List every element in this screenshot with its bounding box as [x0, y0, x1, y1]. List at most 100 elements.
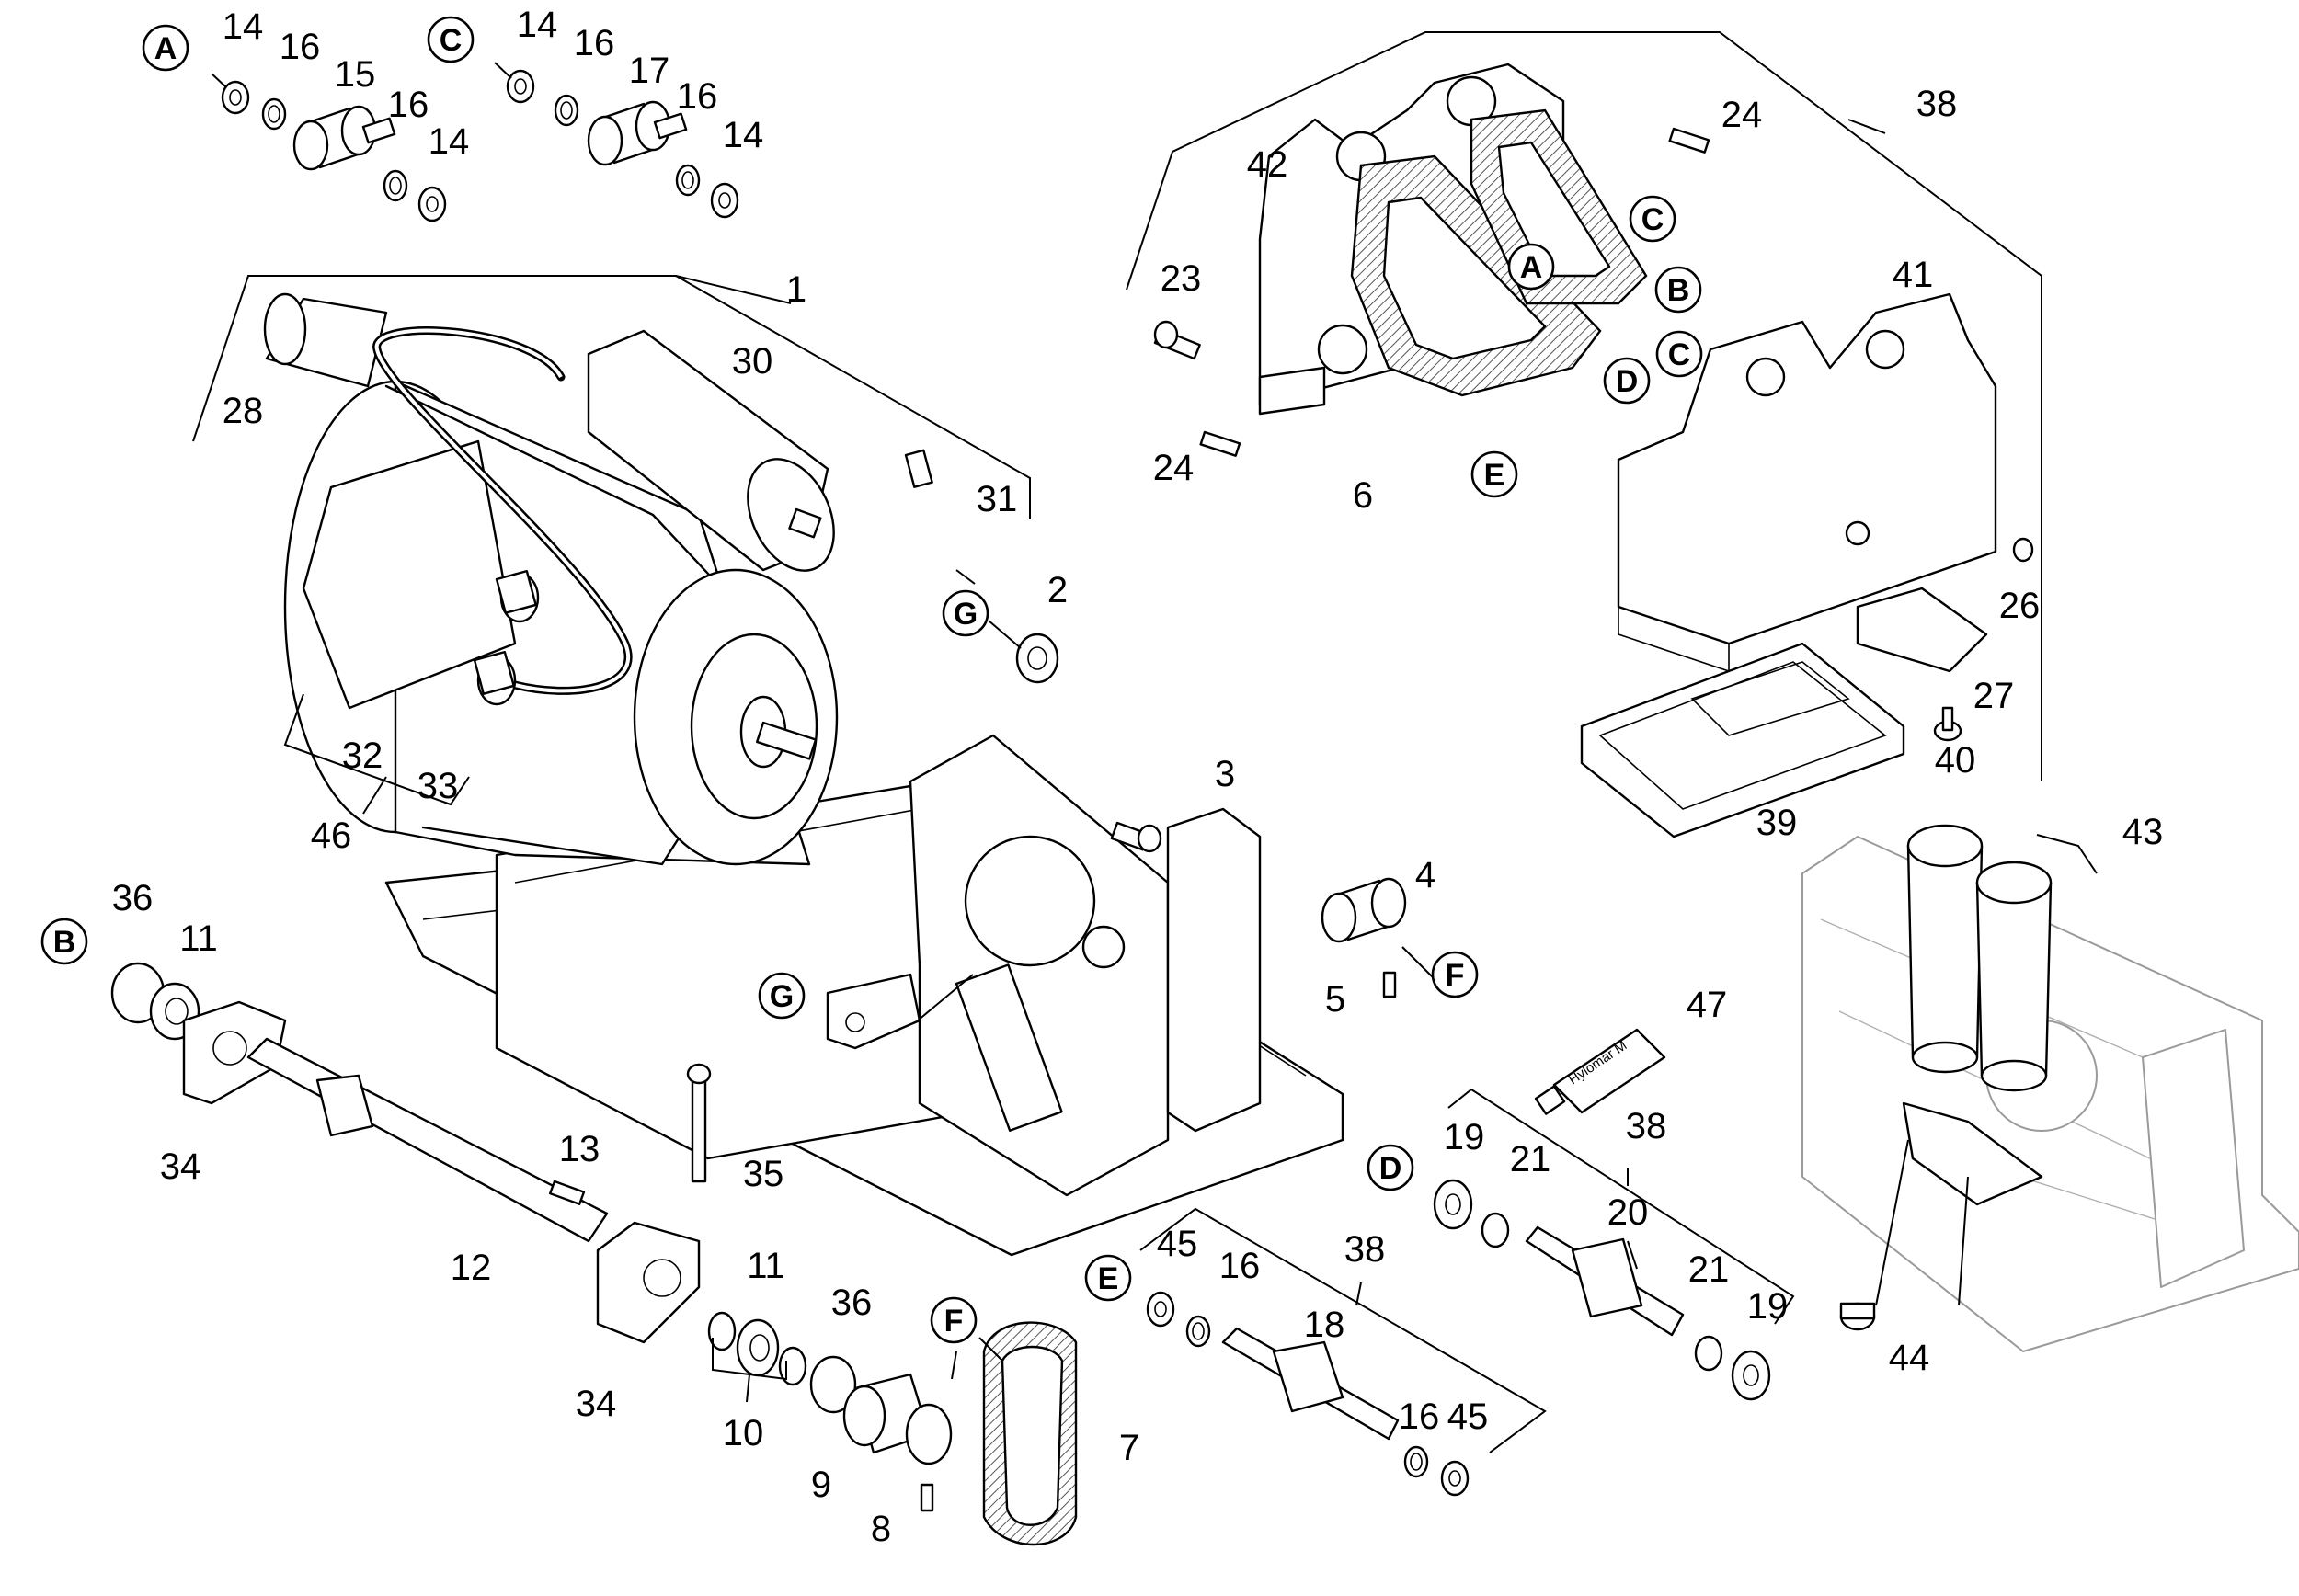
pump-head-assembly — [1153, 63, 2034, 838]
svg-text:C: C — [1668, 337, 1691, 372]
part-label-17: 17 — [629, 51, 670, 91]
part-label-1: 1 — [786, 269, 806, 310]
pulley-part-17 — [587, 100, 688, 166]
pulley-set-a — [221, 80, 447, 222]
part-label-15: 15 — [335, 54, 376, 95]
pulley-part-9 — [842, 1373, 953, 1465]
part-label-23: 23 — [1161, 258, 1202, 299]
part-label-33: 33 — [417, 766, 459, 806]
shaft-assembly-20 — [1433, 1179, 1771, 1401]
svg-text:C: C — [1641, 202, 1664, 237]
nut-part-2 — [1015, 633, 1059, 684]
part-label-43: 43 — [2122, 812, 2164, 852]
callout-e-pump: E — [1470, 450, 1518, 498]
callout-e-shaft: E — [1084, 1254, 1132, 1302]
part-label-16-a2: 16 — [388, 85, 429, 125]
bearing-block-part-34-b — [596, 1221, 701, 1344]
svg-text:B: B — [1667, 273, 1690, 308]
leader-lines — [192, 31, 2098, 1454]
svg-text:G: G — [954, 597, 978, 632]
screw-part-23 — [1153, 320, 1201, 360]
part-label-5: 5 — [1325, 979, 1345, 1020]
part-label-41: 41 — [1893, 255, 1934, 295]
svg-text:A: A — [154, 31, 177, 66]
part-label-28: 28 — [223, 391, 264, 431]
part-label-8: 8 — [871, 1509, 891, 1549]
callout-b-shaft: B — [40, 918, 88, 965]
cap-part-44 — [1839, 1302, 1876, 1331]
screw-part-40 — [1933, 706, 1962, 742]
part-label-3: 3 — [1215, 754, 1235, 794]
part-label-31: 31 — [977, 479, 1018, 519]
part-label-14-c2: 14 — [723, 115, 764, 155]
part-label-20: 20 — [1607, 1192, 1649, 1233]
part-label-4: 4 — [1415, 855, 1435, 895]
pin-part-24-bottom — [1199, 430, 1241, 457]
motor-assembly — [263, 292, 1344, 1257]
part-label-47: 47 — [1687, 985, 1728, 1025]
part-label-26: 26 — [1999, 586, 2041, 626]
callout-c-top: C — [427, 16, 475, 63]
part-label-16-e2: 16 — [1399, 1396, 1440, 1437]
part-label-34-a: 34 — [160, 1146, 201, 1187]
svg-text:G: G — [770, 979, 794, 1014]
part-label-36-a: 36 — [112, 878, 154, 918]
part-label-21-b: 21 — [1688, 1249, 1730, 1290]
washer-part-14-a1 — [221, 80, 250, 115]
svg-text:E: E — [1484, 458, 1505, 493]
part-number-labels: 1 2 3 4 5 6 7 8 9 10 11 11 12 13 14 14 1… — [112, 5, 2164, 1549]
washer-part-16-a2 — [383, 169, 408, 202]
svg-text:F: F — [944, 1304, 964, 1339]
part-label-36-b: 36 — [831, 1282, 873, 1323]
shaft-assembly-left — [110, 962, 1078, 1546]
part-label-19-b: 19 — [1747, 1286, 1789, 1327]
callout-a-pump: A — [1507, 243, 1555, 291]
part-label-44: 44 — [1889, 1338, 1930, 1378]
svg-text:A: A — [1520, 250, 1543, 285]
cable-gland-part-33 — [473, 651, 517, 706]
pin-part-24-top — [1668, 127, 1710, 154]
part-label-30: 30 — [732, 341, 773, 382]
callout-c-pump-low: C — [1655, 330, 1703, 378]
pin-part-26 — [2012, 537, 2034, 563]
part-label-42: 42 — [1247, 144, 1288, 185]
shaft-part-20 — [1525, 1226, 1685, 1337]
circlip-part-10-b — [778, 1346, 807, 1386]
pulley-set-c — [506, 69, 739, 219]
part-label-12: 12 — [451, 1248, 492, 1288]
part-label-38-top: 38 — [1916, 84, 1958, 124]
part-label-11-b: 11 — [747, 1246, 785, 1286]
callout-f-belt: F — [930, 1296, 978, 1344]
part-label-21-a: 21 — [1510, 1139, 1551, 1180]
callout-d-pump: D — [1603, 357, 1651, 405]
part-label-39: 39 — [1756, 803, 1798, 843]
part-label-38-low: 38 — [1344, 1229, 1386, 1270]
pin-part-8 — [920, 1483, 934, 1512]
part-label-40: 40 — [1935, 740, 1976, 781]
svg-text:B: B — [53, 925, 76, 960]
cable-gland-part-32 — [495, 570, 540, 623]
part-label-2: 2 — [1047, 570, 1068, 610]
sealant-tube-part-47: Hylomar M — [1534, 1028, 1666, 1115]
svg-text:F: F — [1446, 958, 1465, 993]
part-label-11-a: 11 — [179, 918, 218, 959]
part-label-13: 13 — [559, 1129, 600, 1169]
part-label-9: 9 — [811, 1465, 831, 1505]
part-label-16-a1: 16 — [280, 27, 321, 67]
callout-a-top: A — [142, 24, 189, 72]
callout-g-bracket: G — [758, 972, 806, 1020]
pin-part-5 — [1382, 971, 1397, 998]
part-label-35: 35 — [743, 1154, 784, 1194]
callout-c-pump-high: C — [1629, 195, 1676, 243]
svg-text:E: E — [1098, 1261, 1119, 1296]
part-label-18: 18 — [1304, 1305, 1345, 1345]
washer-part-16-a1 — [261, 97, 287, 131]
belt-part-7 — [982, 1321, 1078, 1546]
part-label-32: 32 — [342, 735, 383, 776]
pulley-part-4 — [1321, 877, 1407, 943]
washer-part-14-a2 — [417, 186, 447, 222]
part-label-24-bottom: 24 — [1153, 448, 1195, 488]
screw-part-3 — [1110, 821, 1162, 853]
callout-f-pulley: F — [1431, 951, 1479, 998]
